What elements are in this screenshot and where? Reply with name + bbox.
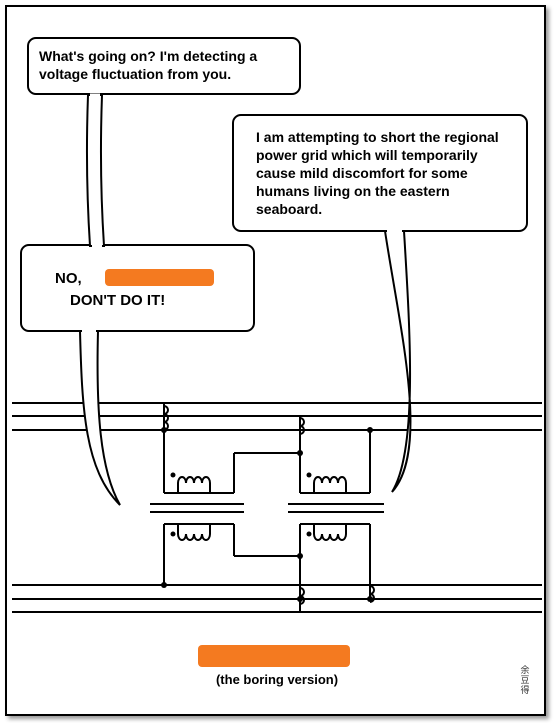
redaction-bar-caption bbox=[198, 645, 350, 667]
bubble-text-line: What's going on? I'm detecting a bbox=[39, 48, 258, 64]
bubble-text-line: voltage fluctuation from you. bbox=[39, 66, 232, 82]
bubble-text-line: cause mild discomfort for some bbox=[256, 165, 468, 181]
bubble-text-line: humans living on the eastern bbox=[256, 183, 450, 199]
speech-bubble-answer: I am attempting to short the regional po… bbox=[232, 114, 528, 232]
speech-bubble-plea: NO, DON'T DO IT! bbox=[20, 244, 255, 332]
caption: (the boring version) bbox=[215, 672, 339, 687]
bubble-text-line: seaboard. bbox=[256, 201, 323, 217]
artist-signature: 余豆得 bbox=[520, 666, 530, 696]
speech-bubble-question: What's going on? I'm detecting a voltage… bbox=[27, 37, 301, 95]
bubble-text-line: power grid which will temporarily bbox=[256, 147, 478, 163]
bubble-text-line: DON'T DO IT! bbox=[70, 292, 166, 309]
redaction-bar bbox=[105, 269, 214, 286]
bubble-text-line: I am attempting to short the regional bbox=[256, 129, 499, 145]
bubble-text-line: NO, bbox=[55, 270, 82, 287]
